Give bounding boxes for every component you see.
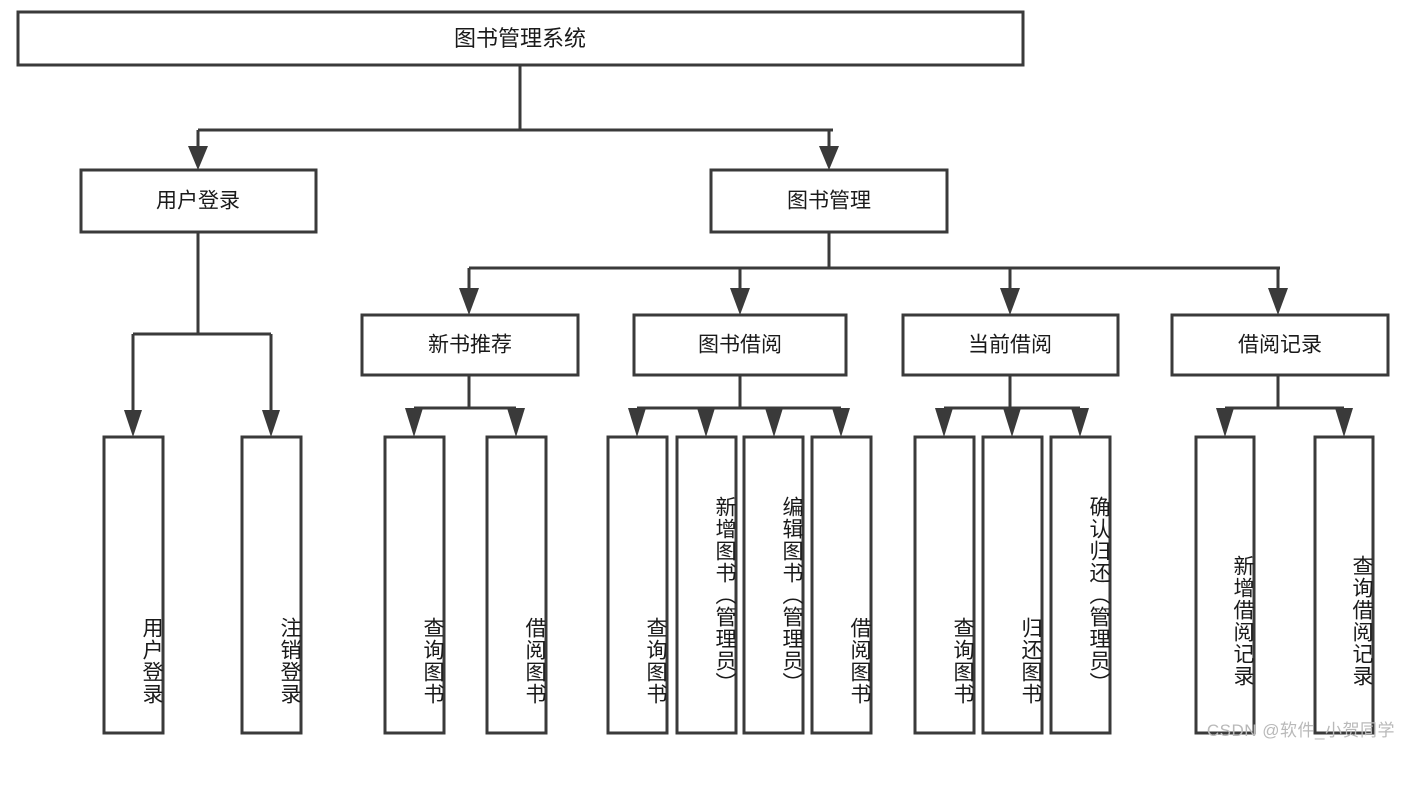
node-leaf-return-book-cb-box[interactable] bbox=[981, 435, 1044, 735]
arrowhead-leaf-query-book-cb bbox=[935, 408, 953, 437]
connector-group-root bbox=[188, 65, 839, 170]
arrowhead-leaf-return-book-cb bbox=[1003, 408, 1021, 437]
flowchart-diagram: 图书管理系统 用户登录 图书管理 新书推荐 图书借阅 当前借阅 借阅记录 bbox=[16, 10, 1395, 740]
flowchart-canvas: 图书管理系统 用户登录 图书管理 新书推荐 图书借阅 当前借阅 借阅记录 bbox=[16, 10, 1390, 735]
arrowhead-leaf-edit-book-bb bbox=[765, 408, 783, 437]
node-book-borrow-label: 图书借阅 bbox=[698, 334, 782, 357]
node-leaf-query-book-bb-box[interactable] bbox=[606, 435, 669, 735]
node-new-book-rec-box[interactable] bbox=[360, 313, 580, 377]
node-new-book-rec-label: 新书推荐 bbox=[428, 334, 512, 357]
connector-group-book-borrow bbox=[628, 375, 850, 437]
node-current-borrow-box[interactable] bbox=[901, 313, 1120, 377]
node-current-borrow-label: 当前借阅 bbox=[968, 334, 1052, 357]
connector-group-book-manage bbox=[459, 232, 1288, 315]
node-root-label: 图书管理系统 bbox=[454, 26, 586, 51]
arrowhead-leaf-query-book-bb bbox=[628, 408, 646, 437]
node-book-manage[interactable]: 图书管理 bbox=[709, 168, 949, 234]
node-borrow-record[interactable]: 借阅记录 bbox=[1170, 313, 1390, 377]
node-leaf-user-login-box[interactable] bbox=[102, 435, 165, 735]
node-leaf-borrow-book-bb-box[interactable] bbox=[810, 435, 873, 735]
node-book-manage-label: 图书管理 bbox=[787, 190, 871, 213]
connector-group-user-login bbox=[124, 232, 280, 437]
arrowhead-leaf-query-book-rec bbox=[405, 408, 423, 437]
node-root[interactable]: 图书管理系统 bbox=[16, 10, 1025, 67]
arrowhead-new-book-rec bbox=[459, 288, 479, 315]
arrowhead-leaf-borrow-book-rec bbox=[507, 408, 525, 437]
node-leaf-edit-book-bb-box[interactable] bbox=[742, 435, 805, 735]
node-borrow-record-label: 借阅记录 bbox=[1238, 334, 1322, 357]
arrowhead-borrow-record bbox=[1268, 288, 1288, 315]
node-book-manage-box[interactable] bbox=[709, 168, 949, 234]
arrowhead-leaf-confirm-return-cb bbox=[1071, 408, 1089, 437]
node-user-login-box[interactable] bbox=[79, 168, 318, 234]
arrowhead-book-manage bbox=[819, 146, 839, 170]
node-book-borrow-box[interactable] bbox=[632, 313, 848, 377]
node-leaf-add-record-br-box[interactable] bbox=[1194, 435, 1256, 735]
node-leaf-query-book-rec-box[interactable] bbox=[383, 435, 446, 735]
arrowhead-leaf-borrow-book-bb bbox=[832, 408, 850, 437]
node-leaf-borrow-book-rec-box[interactable] bbox=[485, 435, 548, 735]
arrowhead-leaf-query-record-br bbox=[1335, 408, 1353, 437]
node-leaf-query-record-br-box[interactable] bbox=[1313, 435, 1375, 735]
arrowhead-leaf-add-book-bb bbox=[697, 408, 715, 437]
watermark-text: CSDN @软件_小贺同学 bbox=[1206, 721, 1395, 740]
connector-group-current-borrow bbox=[935, 375, 1089, 437]
arrowhead-current-borrow bbox=[1000, 288, 1020, 315]
node-leaf-query-book-cb-box[interactable] bbox=[913, 435, 976, 735]
arrowhead-book-borrow bbox=[730, 288, 750, 315]
node-user-login[interactable]: 用户登录 bbox=[79, 168, 318, 234]
connector-group-new-book-rec bbox=[405, 375, 525, 437]
node-leaf-add-book-bb-box[interactable] bbox=[675, 435, 738, 735]
node-book-borrow[interactable]: 图书借阅 bbox=[632, 313, 848, 377]
arrowhead-leaf-user-logout bbox=[262, 410, 280, 437]
node-leaf-confirm-return-cb-box[interactable] bbox=[1049, 435, 1112, 735]
arrowhead-user-login bbox=[188, 146, 208, 170]
node-leaf-user-logout-box[interactable] bbox=[240, 435, 303, 735]
leaf-boxes bbox=[102, 435, 1375, 735]
node-user-login-label: 用户登录 bbox=[156, 190, 240, 213]
connector-group-borrow-record bbox=[1216, 375, 1353, 437]
node-new-book-rec[interactable]: 新书推荐 bbox=[360, 313, 580, 377]
arrowhead-leaf-add-record-br bbox=[1216, 408, 1234, 437]
node-root-box[interactable] bbox=[16, 10, 1025, 67]
arrowhead-leaf-user-login bbox=[124, 410, 142, 437]
node-current-borrow[interactable]: 当前借阅 bbox=[901, 313, 1120, 377]
node-borrow-record-box[interactable] bbox=[1170, 313, 1390, 377]
